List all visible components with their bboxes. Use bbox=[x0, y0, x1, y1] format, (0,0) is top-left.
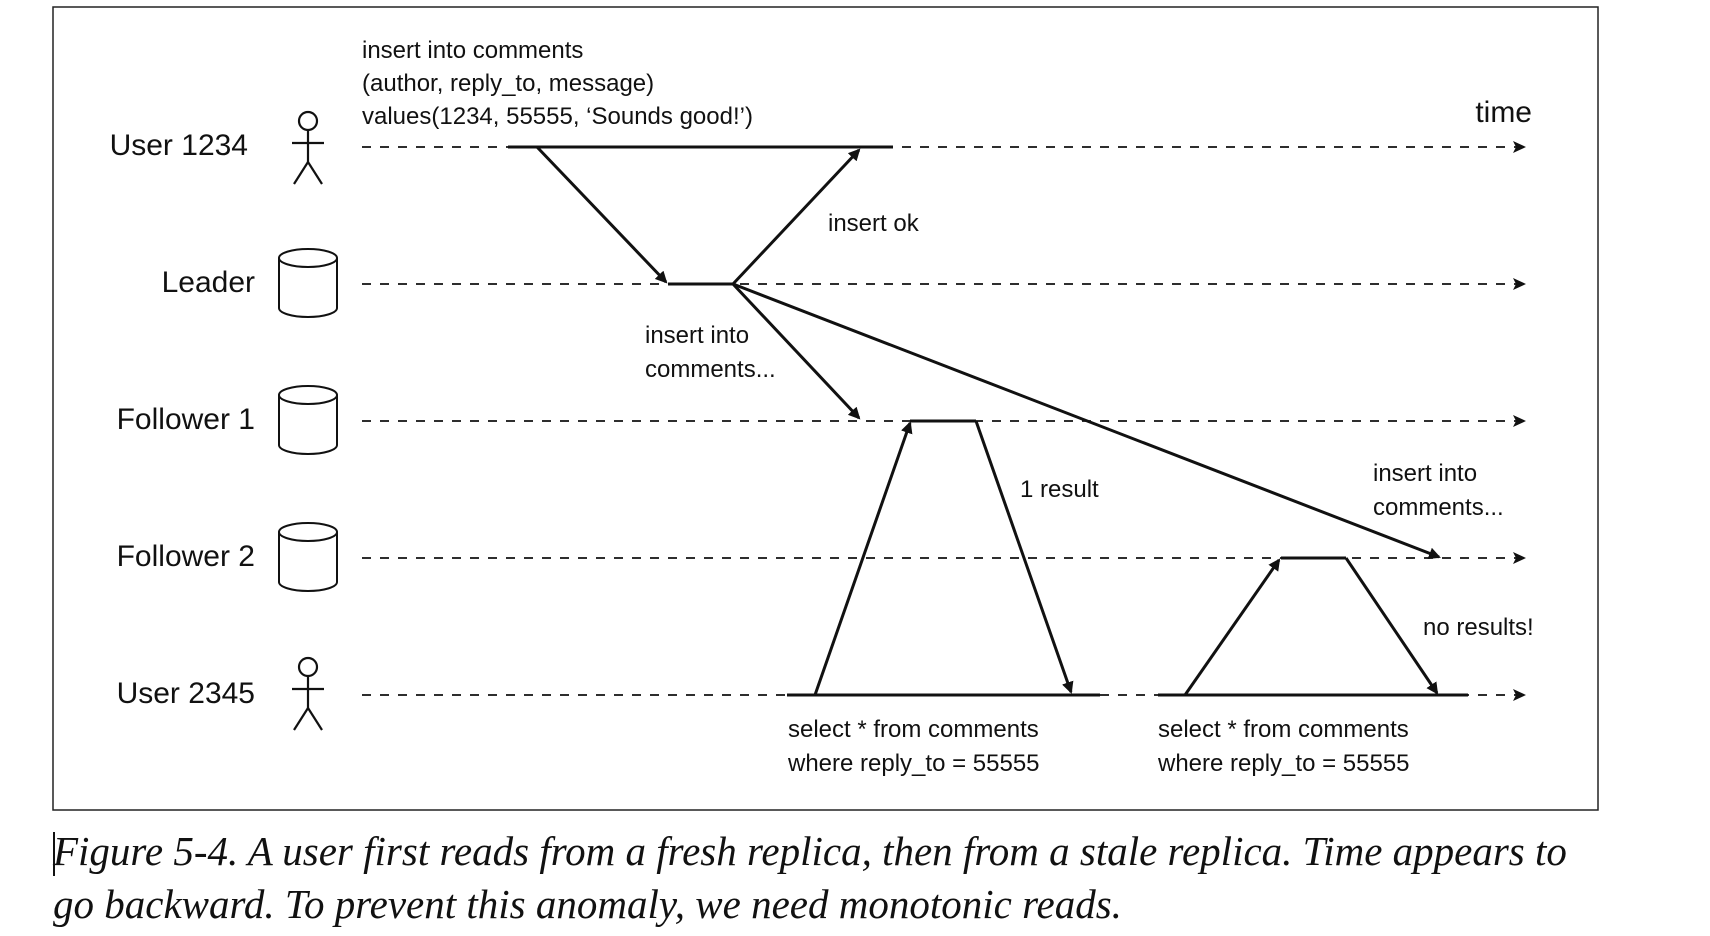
actor-label-user-2345: User 2345 bbox=[117, 677, 255, 710]
read-query-2-line-1: select * from comments bbox=[1158, 716, 1409, 743]
replicate-follower-1-line-2: comments... bbox=[645, 356, 776, 383]
database-icon bbox=[278, 248, 338, 318]
actor-label-follower-1: Follower 1 bbox=[117, 403, 255, 436]
write-query-line-1: insert into comments bbox=[362, 37, 583, 64]
replication-sequence-diagram: User 1234 Leader Follower 1 Follower 2 U… bbox=[52, 6, 1599, 811]
message-read-2-response bbox=[1344, 557, 1439, 695]
message-write-to-leader bbox=[535, 145, 668, 284]
read-query-2-line-2: where reply_to = 55555 bbox=[1157, 750, 1410, 777]
text-cursor bbox=[53, 832, 55, 876]
time-label: time bbox=[1475, 96, 1532, 129]
message-read-1-response bbox=[974, 420, 1074, 694]
replicate-follower-1-line-1: insert into bbox=[645, 322, 749, 349]
database-icon bbox=[278, 522, 338, 592]
replicate-follower-2-line-1: insert into bbox=[1373, 460, 1477, 487]
replicate-follower-2-line-2: comments... bbox=[1373, 494, 1504, 521]
message-read-2-request bbox=[1183, 558, 1281, 696]
read-query-1-line-1: select * from comments bbox=[788, 716, 1039, 743]
actor-label-user-1234: User 1234 bbox=[110, 129, 248, 162]
database-icon bbox=[278, 385, 338, 455]
write-query-line-3: values(1234, 55555, ‘Sounds good!’) bbox=[362, 103, 753, 130]
actor-label-follower-2: Follower 2 bbox=[117, 540, 255, 573]
person-icon bbox=[292, 656, 324, 731]
message-replicate-follower-1 bbox=[731, 282, 861, 420]
one-result-label: 1 result bbox=[1020, 476, 1099, 503]
figure-caption: Figure 5-4. A user first reads from a fr… bbox=[53, 828, 1567, 927]
message-read-1-request bbox=[813, 421, 913, 696]
read-query-1-line-2: where reply_to = 55555 bbox=[787, 750, 1040, 777]
write-query-line-2: (author, reply_to, message) bbox=[362, 70, 654, 97]
person-icon bbox=[292, 110, 324, 185]
actor-label-leader: Leader bbox=[162, 266, 255, 299]
insert-ok-label: insert ok bbox=[828, 210, 920, 237]
no-results-label: no results! bbox=[1423, 614, 1534, 641]
message-replicate-follower-2 bbox=[732, 282, 1441, 559]
diagram-frame bbox=[52, 6, 1599, 811]
message-insert-ok bbox=[731, 148, 861, 286]
